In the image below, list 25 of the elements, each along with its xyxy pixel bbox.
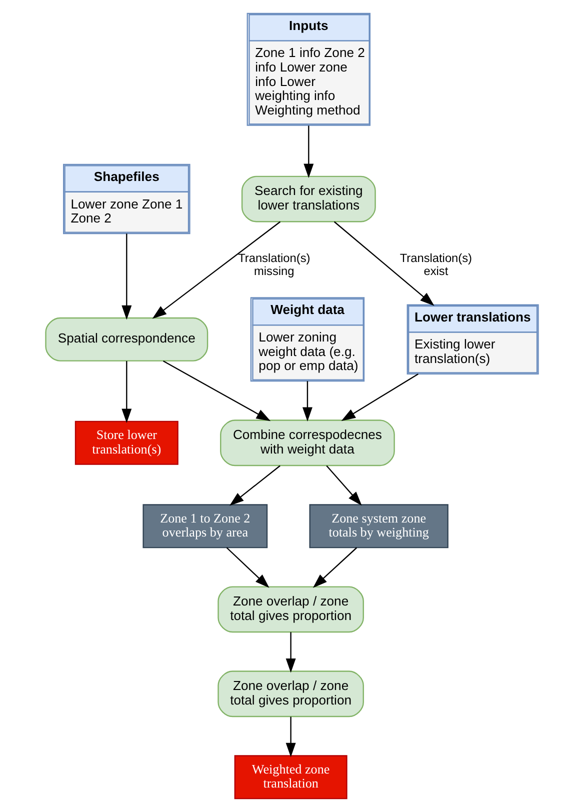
arrow (302, 381, 312, 422)
arrow (152, 221, 280, 319)
node-box: Combine correspodecnes with weight data (220, 420, 394, 466)
arrow (162, 360, 270, 422)
arrow (228, 465, 280, 506)
arrow (303, 126, 314, 178)
node-box: Search for existing lower translations (240, 176, 376, 222)
arrow (285, 632, 296, 673)
node-box: Zone overlap / zone total gives proportion (217, 670, 364, 718)
arrow (226, 547, 269, 588)
arrow (326, 465, 362, 506)
node-box: Zone overlap / zone total gives proportion (217, 586, 364, 633)
arrow (285, 716, 296, 758)
node-box: Weighted zone translation (234, 755, 347, 800)
edge-label: Translation(s) exist (399, 251, 472, 278)
arrow (333, 221, 434, 306)
edge-label: Translation(s) missing (238, 251, 310, 278)
arrow (121, 234, 132, 320)
arrow (312, 547, 357, 588)
arrow (121, 361, 132, 424)
node-box: Spatial correspondence (44, 317, 208, 362)
node-box: Zone system zone totals by weighting (308, 504, 448, 548)
node-box: Store lower translation(s) (74, 420, 178, 465)
arrow (340, 373, 418, 422)
node-box: Zone 1 to Zone 2 overlaps by area (142, 504, 268, 548)
